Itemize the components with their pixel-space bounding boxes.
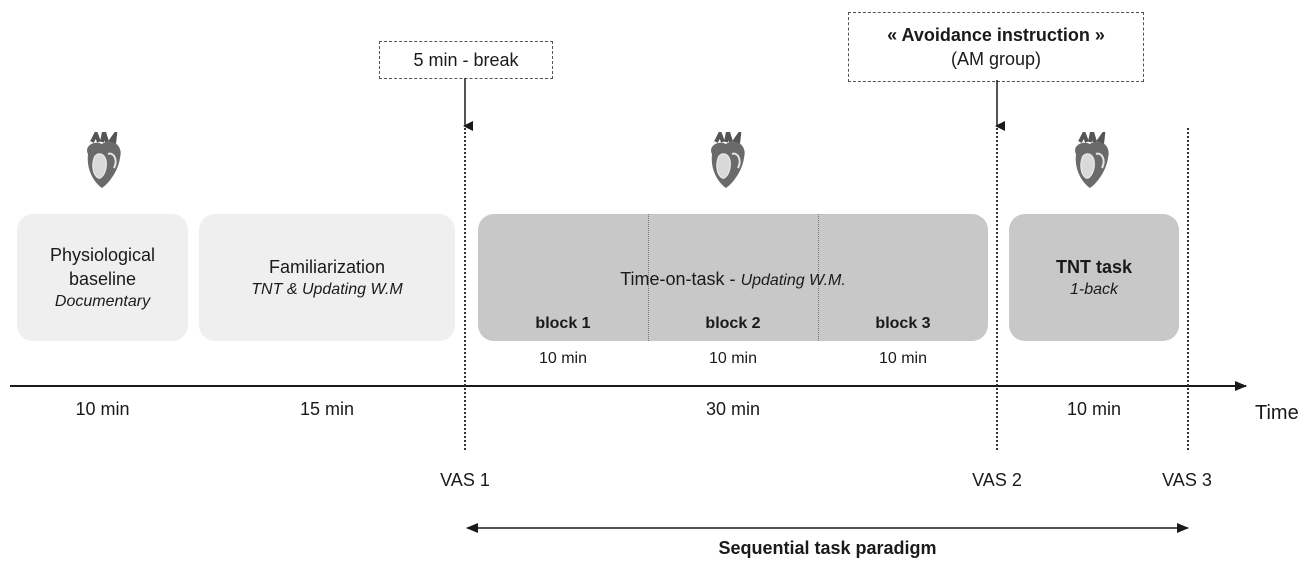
tnt-title: TNT task — [1055, 256, 1133, 277]
time-axis-label: Time — [1255, 402, 1299, 424]
familiarization-box: Familiarization TNT & Updating W.M — [199, 214, 455, 341]
block-label: block 3 — [875, 315, 931, 332]
avoidance-title: « Avoidance instruction » — [887, 25, 1105, 45]
block-duration: 10 min — [878, 350, 928, 367]
block-duration: 10 min — [708, 350, 758, 367]
baseline-duration: 10 min — [75, 399, 130, 419]
baseline-box: Physiological baseline Documentary — [17, 214, 188, 341]
break-callout: 5 min - break — [379, 41, 553, 79]
vas-marker: VAS 3 — [1162, 470, 1212, 490]
avoidance-callout: « Avoidance instruction » (AM group) — [848, 12, 1144, 82]
vas-marker: VAS 1 — [440, 470, 490, 490]
vas-marker: VAS 2 — [972, 470, 1022, 490]
avoidance-sub: (AM group) — [950, 49, 1042, 69]
block-label: block 1 — [535, 315, 591, 332]
familiarization-duration: 15 min — [299, 399, 355, 419]
heart-icon — [87, 132, 121, 188]
heart-icon — [711, 132, 745, 188]
vas1-line — [464, 128, 466, 450]
time-on-task-box: Time-on-task - Updating W.M. block 1 blo… — [478, 214, 988, 341]
time-on-task-duration: 30 min — [705, 399, 761, 419]
tnt-box: TNT task 1-back — [1009, 214, 1179, 341]
heart-icon — [1075, 132, 1109, 188]
time-on-task-title-main: Time-on-task - — [620, 269, 741, 289]
paradigm-label: Sequential task paradigm — [718, 538, 937, 558]
baseline-line1: Physiological — [49, 244, 156, 265]
break-label: 5 min - break — [413, 50, 519, 70]
block-separator — [648, 214, 649, 341]
time-on-task-title: Time-on-task - Updating W.M. — [478, 267, 988, 292]
block-duration: 10 min — [538, 350, 588, 367]
block-label: block 2 — [705, 315, 761, 332]
familiarization-sub: TNT & Updating W.M — [251, 280, 403, 298]
vas2-line — [996, 128, 998, 450]
tnt-sub: 1-back — [1069, 280, 1119, 298]
time-on-task-title-italic: Updating W.M. — [740, 272, 846, 289]
vas3-line — [1187, 128, 1189, 450]
baseline-line2: baseline — [68, 268, 137, 289]
familiarization-title: Familiarization — [268, 256, 386, 277]
baseline-sub: Documentary — [54, 292, 151, 310]
tnt-duration: 10 min — [1066, 399, 1122, 419]
block-separator — [818, 214, 819, 341]
